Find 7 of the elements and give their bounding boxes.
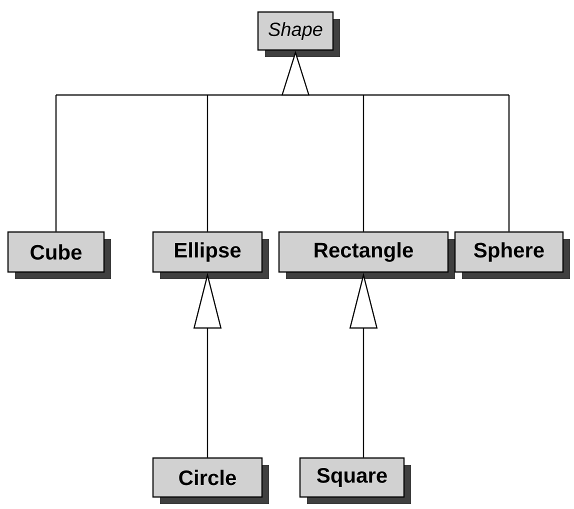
class-box: Cube — [7, 231, 111, 279]
class-box: Square — [299, 457, 411, 504]
class-box: Sphere — [454, 231, 570, 279]
class-box: Ellipse — [152, 231, 269, 279]
class-box: Circle — [152, 457, 269, 504]
class-box: Rectangle — [278, 231, 455, 279]
class-box: Shape — [257, 11, 340, 57]
